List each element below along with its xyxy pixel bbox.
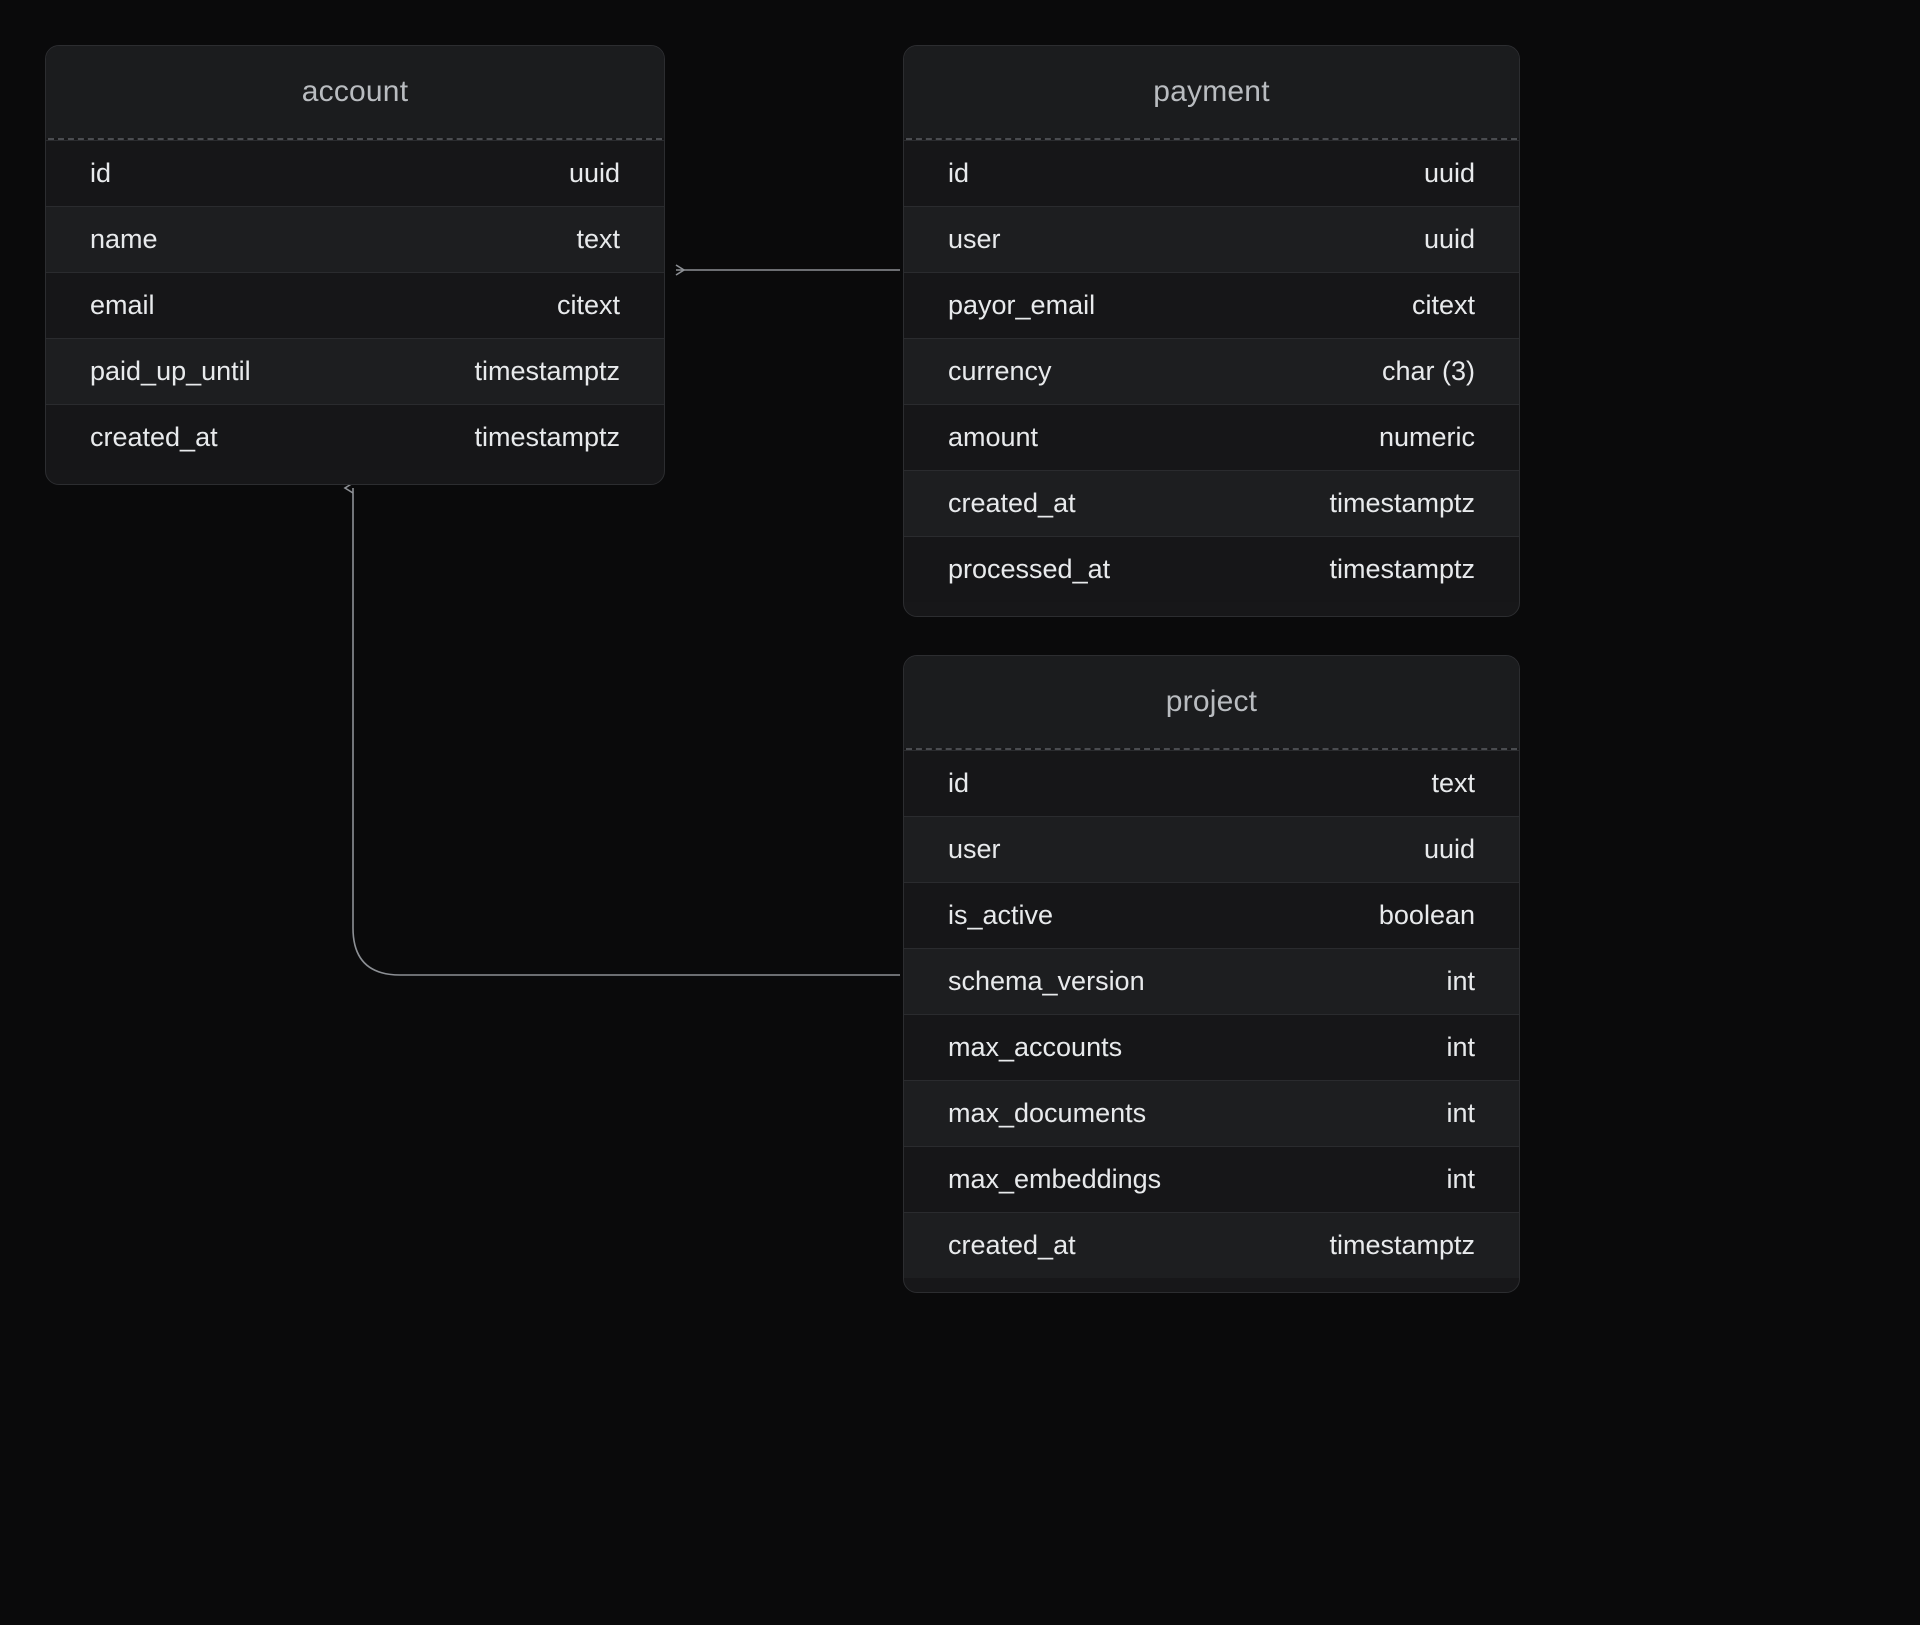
- field-name: id: [948, 158, 970, 188]
- edge-project-to-account: [343, 482, 900, 976]
- field-name: email: [90, 290, 155, 320]
- table-title-payment: payment: [904, 46, 1519, 138]
- field-row[interactable]: name text: [46, 206, 664, 272]
- field-row[interactable]: max_embeddings int: [904, 1146, 1519, 1212]
- field-row[interactable]: schema_version int: [904, 948, 1519, 1014]
- field-row[interactable]: paid_up_until timestamptz: [46, 338, 664, 404]
- field-type: text: [1431, 768, 1475, 798]
- table-card-account[interactable]: account id uuid name text email citext p…: [45, 45, 665, 485]
- card-bottom-pad: [904, 1278, 1519, 1292]
- field-type: timestamptz: [474, 422, 620, 452]
- field-type: uuid: [568, 158, 620, 188]
- field-row[interactable]: id uuid: [46, 140, 664, 206]
- field-name: payor_email: [948, 290, 1096, 320]
- field-name: user: [948, 224, 1001, 254]
- field-row[interactable]: id uuid: [904, 140, 1519, 206]
- field-type: uuid: [1423, 224, 1475, 254]
- field-type: int: [1446, 1098, 1475, 1128]
- field-name: max_accounts: [948, 1032, 1123, 1062]
- field-type: uuid: [1423, 158, 1475, 188]
- field-row[interactable]: created_at timestamptz: [904, 1212, 1519, 1278]
- field-name: is_active: [948, 900, 1054, 930]
- field-type: timestamptz: [1329, 488, 1475, 518]
- field-row[interactable]: processed_at timestamptz: [904, 536, 1519, 602]
- field-row[interactable]: user uuid: [904, 206, 1519, 272]
- field-row[interactable]: user uuid: [904, 816, 1519, 882]
- field-type: boolean: [1378, 900, 1475, 930]
- field-name: created_at: [90, 422, 218, 452]
- field-type: int: [1446, 966, 1475, 996]
- field-type: int: [1446, 1164, 1475, 1194]
- field-row[interactable]: max_documents int: [904, 1080, 1519, 1146]
- table-card-payment[interactable]: payment id uuid user uuid payor_email ci…: [903, 45, 1520, 617]
- field-row[interactable]: created_at timestamptz: [904, 470, 1519, 536]
- field-type: citext: [1411, 290, 1475, 320]
- field-type: uuid: [1423, 834, 1475, 864]
- header-divider: [906, 748, 1517, 750]
- field-type: int: [1446, 1032, 1475, 1062]
- field-name: created_at: [948, 1230, 1076, 1260]
- field-row[interactable]: currency char (3): [904, 338, 1519, 404]
- table-title-project: project: [904, 656, 1519, 748]
- field-name: processed_at: [948, 554, 1111, 584]
- field-name: created_at: [948, 488, 1076, 518]
- field-name: max_embeddings: [948, 1164, 1162, 1194]
- card-bottom-pad: [46, 470, 664, 484]
- field-name: amount: [948, 422, 1039, 452]
- field-type: char (3): [1381, 356, 1475, 386]
- field-row[interactable]: max_accounts int: [904, 1014, 1519, 1080]
- field-name: id: [948, 768, 970, 798]
- field-name: paid_up_until: [90, 356, 251, 386]
- field-row[interactable]: amount numeric: [904, 404, 1519, 470]
- field-type: timestamptz: [1329, 554, 1475, 584]
- field-name: schema_version: [948, 966, 1145, 996]
- table-card-project[interactable]: project id text user uuid is_active bool…: [903, 655, 1520, 1293]
- field-type: timestamptz: [1329, 1230, 1475, 1260]
- field-type: text: [576, 224, 620, 254]
- field-row[interactable]: email citext: [46, 272, 664, 338]
- card-bottom-pad: [904, 602, 1519, 616]
- header-divider: [906, 138, 1517, 140]
- field-row[interactable]: created_at timestamptz: [46, 404, 664, 470]
- field-name: id: [90, 158, 112, 188]
- header-divider: [48, 138, 662, 140]
- field-name: name: [90, 224, 158, 254]
- table-title-account: account: [46, 46, 664, 138]
- field-row[interactable]: is_active boolean: [904, 882, 1519, 948]
- field-row[interactable]: id text: [904, 750, 1519, 816]
- field-type: numeric: [1378, 422, 1475, 452]
- field-type: timestamptz: [474, 356, 620, 386]
- field-name: currency: [948, 356, 1052, 386]
- field-name: user: [948, 834, 1001, 864]
- field-name: max_documents: [948, 1098, 1147, 1128]
- field-row[interactable]: payor_email citext: [904, 272, 1519, 338]
- field-type: citext: [556, 290, 620, 320]
